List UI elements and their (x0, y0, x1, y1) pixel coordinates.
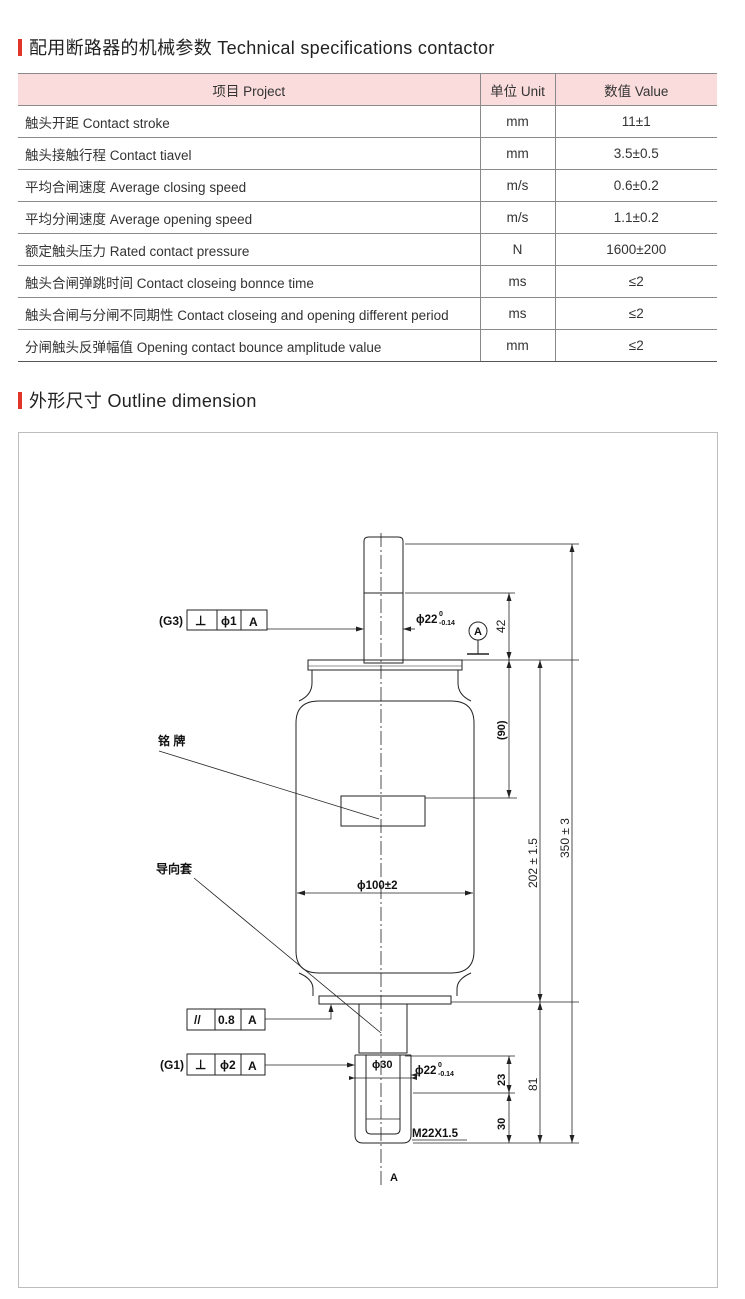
table-row: 触头合闸与分闸不同期性 Contact closeing and opening… (18, 297, 717, 330)
row-value: ≤2 (554, 329, 717, 362)
perp-symbol-g3: ⊥ (195, 613, 206, 628)
nameplate (340, 795, 426, 827)
header-project: 项目 Project (18, 73, 480, 106)
spec-table-header: 项目 Project 单位 Unit 数值 Value (18, 73, 717, 106)
dia-top: ϕ22 (416, 614, 437, 626)
thread-label: M22X1.5 (412, 1128, 459, 1140)
table-row: 分闸触头反弹幅值 Opening contact bounce amplitud… (18, 329, 717, 362)
table-row: 平均合闸速度 Average closing speed m/s 0.6±0.2 (18, 169, 717, 202)
row-value: ≤2 (554, 297, 717, 330)
row-item: 平均合闸速度 Average closing speed (18, 169, 480, 202)
row-unit: mm (479, 137, 555, 170)
row-unit: m/s (479, 169, 555, 202)
dim-30: 30 (496, 1118, 508, 1130)
datum-a-label: A (474, 626, 482, 638)
row-unit: ms (479, 265, 555, 298)
dim-81: 81 (526, 1077, 540, 1091)
row-value: ≤2 (554, 265, 717, 298)
nameplate-label: 铭 牌 (158, 733, 185, 748)
lower-neck (298, 972, 472, 996)
g3-tol: ϕ1 (221, 614, 237, 628)
bottom-stud-inner (365, 1055, 401, 1135)
g1-tol: ϕ2 (220, 1058, 236, 1072)
bottom-flange (318, 995, 452, 1005)
guide-sleeve (358, 1004, 408, 1054)
table-row: 触头开距 Contact stroke mm 11±1 (18, 105, 717, 138)
guide-sleeve-leader (193, 877, 382, 1034)
row-unit: ms (479, 297, 555, 330)
dia-30: ϕ30 (372, 1059, 392, 1071)
row-unit: N (479, 233, 555, 266)
row-value: 11±1 (554, 105, 717, 138)
row-value: 0.6±0.2 (554, 169, 717, 202)
parallel-datum: A (248, 1013, 257, 1027)
outline-drawing-svg: (G3) ⊥ ϕ1 A // 0.8 A (G1) ⊥ ϕ2 A 铭 牌 导向套… (156, 533, 579, 1185)
header-unit: 单位 Unit (479, 73, 555, 106)
parallel-frame (186, 1008, 266, 1031)
row-item: 额定触头压力 Rated contact pressure (18, 233, 480, 266)
table-row: 触头接触行程 Contact tiavel mm 3.5±0.5 (18, 137, 717, 170)
dia-bottom-tol-lower: -0.14 (438, 1071, 454, 1078)
row-item: 触头开距 Contact stroke (18, 105, 480, 138)
row-value: 1.1±0.2 (554, 201, 717, 234)
table-row: 额定触头压力 Rated contact pressure N 1600±200 (18, 233, 717, 266)
g3-label: (G3) (159, 614, 183, 628)
upper-neck (298, 670, 472, 702)
guide-sleeve-label: 导向套 (156, 861, 193, 876)
dim-350: 350 ± 3 (558, 818, 572, 858)
dia-top-tol-upper: 0 (439, 611, 443, 618)
dia-top-tol-lower: -0.14 (439, 620, 455, 627)
section-title-specs: 配用断路器的机械参数 Technical specifications cont… (18, 36, 495, 58)
dia-body: ϕ100±2 (357, 880, 398, 892)
title-marker (18, 38, 22, 56)
nameplate-leader (158, 750, 380, 820)
row-unit: mm (479, 329, 555, 362)
top-flange (307, 659, 463, 671)
table-row: 触头合闸弹跳时间 Contact closeing bonnce time ms… (18, 265, 717, 298)
table-row: 平均分闸速度 Average opening speed m/s 1.1±0.2 (18, 201, 717, 234)
row-item: 触头合闸与分闸不同期性 Contact closeing and opening… (18, 297, 480, 330)
row-item: 平均分闸速度 Average opening speed (18, 201, 480, 234)
row-item: 触头合闸弹跳时间 Contact closeing bonnce time (18, 265, 480, 298)
row-item: 触头接触行程 Contact tiavel (18, 137, 480, 170)
dia-bottom: ϕ22 (415, 1065, 436, 1077)
dia-bottom-tol-upper: 0 (438, 1062, 442, 1069)
row-value: 3.5±0.5 (554, 137, 717, 170)
g1-label: (G1) (160, 1058, 184, 1072)
g1-frame (186, 1053, 266, 1076)
row-item: 分闸触头反弹幅值 Opening contact bounce amplitud… (18, 329, 480, 362)
section-title-specs-text: 配用断路器的机械参数 Technical specifications cont… (29, 38, 495, 58)
axis-a-label: A (390, 1172, 398, 1184)
outline-drawing: (G3) ⊥ ϕ1 A // 0.8 A (G1) ⊥ ϕ2 A 铭 牌 导向套… (18, 432, 718, 1288)
row-unit: mm (479, 105, 555, 138)
row-unit: m/s (479, 201, 555, 234)
bottom-stud-outer (354, 1055, 412, 1144)
title-marker (18, 391, 22, 409)
g3-frame (186, 609, 268, 631)
dim-42: 42 (494, 619, 508, 633)
dim-90: (90) (496, 720, 508, 740)
dim-202: 202 ± 1.5 (526, 838, 540, 888)
g3-datum: A (249, 615, 258, 629)
perp-symbol-g1: ⊥ (195, 1057, 206, 1072)
section-title-outline-text: 外形尺寸 Outline dimension (29, 391, 257, 411)
parallel-tol: 0.8 (218, 1013, 235, 1027)
parallel-symbol: // (194, 1013, 201, 1027)
dim-23: 23 (496, 1074, 508, 1086)
header-value: 数值 Value (554, 73, 717, 106)
row-value: 1600±200 (554, 233, 717, 266)
spec-table: 项目 Project 单位 Unit 数值 Value 触头开距 Contact… (18, 73, 717, 362)
g1-datum: A (248, 1059, 257, 1073)
top-rod (363, 536, 404, 664)
body-outline (295, 700, 475, 974)
section-title-outline: 外形尺寸 Outline dimension (18, 389, 257, 411)
